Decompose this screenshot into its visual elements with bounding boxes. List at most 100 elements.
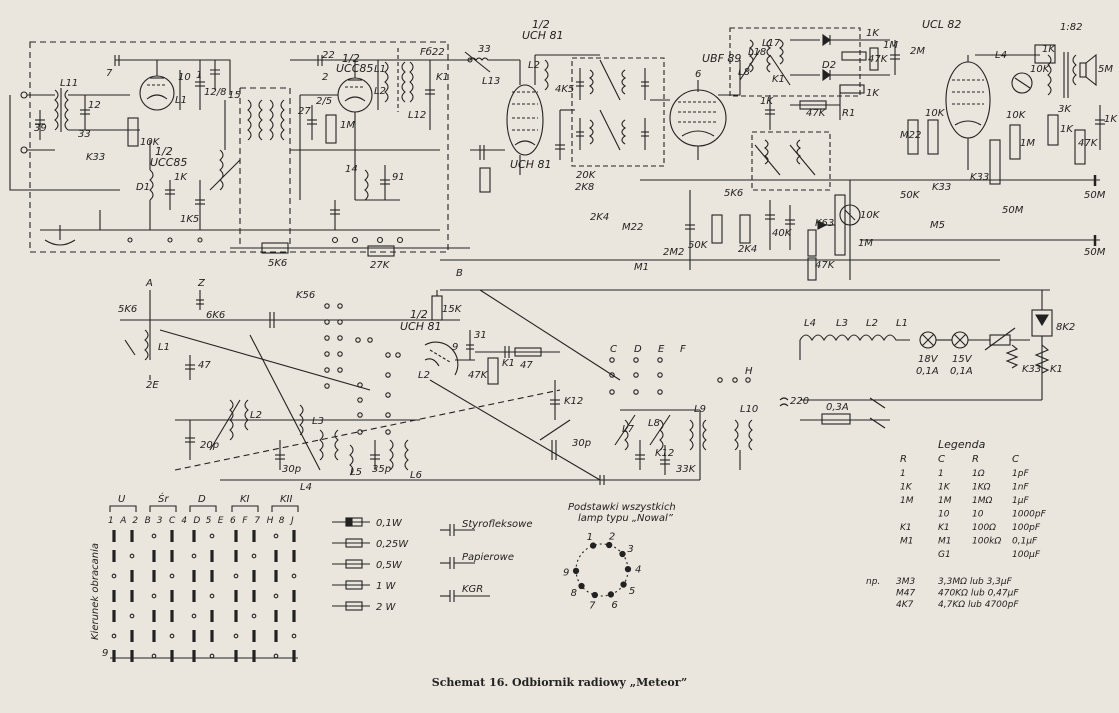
band-switch-right bbox=[609, 357, 753, 480]
switch-contact-letter: 2 bbox=[132, 516, 138, 526]
label-l8: L8 bbox=[738, 67, 750, 78]
label-c1k5: 1K5 bbox=[180, 214, 199, 225]
switch-contact-letter: C bbox=[169, 516, 176, 526]
label-c47: 47 bbox=[198, 360, 211, 371]
label-a: A bbox=[145, 278, 153, 289]
label-c12: 12 bbox=[88, 100, 101, 111]
switch-contact-dot bbox=[273, 533, 279, 539]
switch-contact-dot bbox=[151, 653, 157, 659]
label-l9: L9 bbox=[694, 404, 706, 415]
label-k1b: K1 bbox=[772, 74, 785, 85]
switch-contact-letter: 4 bbox=[181, 516, 187, 526]
socket-pin bbox=[591, 591, 598, 599]
switch-contact-letter: F bbox=[242, 516, 248, 526]
filter-fb22 bbox=[377, 48, 520, 130]
legend-cell: 1000pF bbox=[1012, 510, 1047, 520]
switch-contact-dot bbox=[209, 653, 215, 659]
legend-header: C bbox=[938, 454, 945, 465]
tube-label-uch81-mid-prefix: 1/2 bbox=[410, 308, 428, 321]
label-r1m-f: 1M bbox=[858, 238, 873, 249]
legend-example-value: 3,3MΩ lub 3,3μF bbox=[938, 577, 1013, 587]
label-r8k2: 8K2 bbox=[1056, 322, 1075, 333]
socket-outline bbox=[575, 543, 629, 597]
label-r1m: 1M bbox=[340, 120, 355, 131]
legend-cell: G1 bbox=[938, 550, 951, 560]
label-r5k6: 5K6 bbox=[268, 258, 287, 269]
label-c2: 2 bbox=[322, 72, 328, 83]
label-l1-a: L1 bbox=[175, 95, 187, 106]
label-c31: 31 bbox=[474, 330, 487, 341]
label-r2m: 2M bbox=[910, 46, 925, 57]
switch-contact-dot bbox=[151, 593, 157, 599]
legend-title: Legenda bbox=[938, 438, 986, 451]
label-c40k: 40K bbox=[772, 228, 793, 239]
legend-cell: 0,1μF bbox=[1012, 537, 1038, 547]
switch-contact-dot bbox=[111, 633, 117, 639]
label-r47k-c: 47K bbox=[1078, 138, 1099, 149]
label-c1: 1 bbox=[196, 70, 202, 81]
switch-contact-letter: D bbox=[193, 516, 200, 526]
label-l11: L11 bbox=[60, 78, 78, 89]
label-r1k-d: 1K bbox=[1060, 124, 1074, 135]
volume-control bbox=[685, 180, 861, 281]
heater-string bbox=[779, 327, 1042, 429]
label-r50k: 50K bbox=[688, 240, 709, 251]
label-c2k8: 2K8 bbox=[575, 182, 594, 193]
label-r10k: 10K bbox=[140, 137, 161, 148]
label-m1: M1 bbox=[634, 262, 649, 273]
legend-cell: M1 bbox=[938, 537, 952, 547]
socket-pin-label: 5 bbox=[629, 586, 635, 597]
label-c47b: 47 bbox=[520, 360, 533, 371]
legend-cap-1: Papierowe bbox=[462, 552, 514, 563]
legend-cap-2: KGR bbox=[462, 584, 483, 595]
switch-contact-dot bbox=[169, 573, 175, 579]
label-v15: 15V bbox=[952, 354, 973, 365]
switch-contact-dot bbox=[151, 533, 157, 539]
tube-label-uch81-top-prefix: 1/2 bbox=[532, 18, 550, 31]
label-l4c: L4 bbox=[804, 318, 816, 329]
label-c22: 22 bbox=[322, 50, 335, 61]
switch-column-bracket bbox=[109, 505, 137, 512]
label-r1: R1 bbox=[842, 108, 855, 119]
socket-title-1: Podstawki wszystkich bbox=[568, 502, 676, 513]
label-l13: L13 bbox=[482, 76, 500, 87]
switch-contact-letter: 6 bbox=[230, 516, 236, 526]
tube-ubf89 bbox=[650, 60, 741, 160]
label-l3c: L3 bbox=[836, 318, 848, 329]
switch-panel-number: 9 bbox=[102, 648, 108, 659]
label-r5m: 5M bbox=[1098, 64, 1113, 75]
label-c15: 15 bbox=[228, 90, 241, 101]
legend-cell: 1 bbox=[900, 469, 906, 479]
label-r2k4: 2K4 bbox=[590, 212, 609, 223]
legend-header: R bbox=[900, 454, 907, 465]
switch-direction-label: Kierunek obracania bbox=[90, 543, 101, 640]
tuner-box bbox=[29, 41, 449, 253]
legend-cell: 1K bbox=[900, 483, 913, 493]
legend-header: R bbox=[972, 454, 979, 465]
label-l2c: L2 bbox=[866, 318, 878, 329]
socket-pin-label: 6 bbox=[611, 600, 617, 611]
switch-column-label: Śr bbox=[158, 492, 169, 505]
label-c30p-b: 30p bbox=[572, 438, 591, 449]
label-c39: 39 bbox=[34, 123, 47, 134]
label-k1: K1 bbox=[436, 72, 449, 83]
label-r47k-b: 47K bbox=[806, 108, 827, 119]
label-k33c: K33 bbox=[970, 172, 989, 183]
switch-contact-letter: E bbox=[218, 516, 224, 526]
label-r27k: 27K bbox=[370, 260, 391, 271]
socket-pin-label: 8 bbox=[571, 588, 577, 599]
legend-cell: 1M bbox=[938, 496, 952, 506]
label-a01: 0,1A bbox=[916, 366, 939, 377]
label-k12: K12 bbox=[564, 396, 583, 407]
label-c5k6-b: 5K6 bbox=[118, 304, 137, 315]
label-l2-b: L2 bbox=[374, 86, 386, 97]
label-c12-8: 12/8 bbox=[204, 87, 226, 98]
label-c50m: 50M bbox=[1084, 190, 1106, 201]
label-v220: 220 bbox=[790, 396, 809, 407]
legend-cell: 100pF bbox=[1012, 523, 1041, 533]
switch-column-label: D bbox=[198, 494, 206, 505]
tube-ucc85-b bbox=[290, 55, 440, 244]
label-c10: 10 bbox=[178, 72, 191, 83]
legend-example-code: M47 bbox=[896, 589, 915, 599]
label-c2k4: 2K4 bbox=[738, 244, 757, 255]
